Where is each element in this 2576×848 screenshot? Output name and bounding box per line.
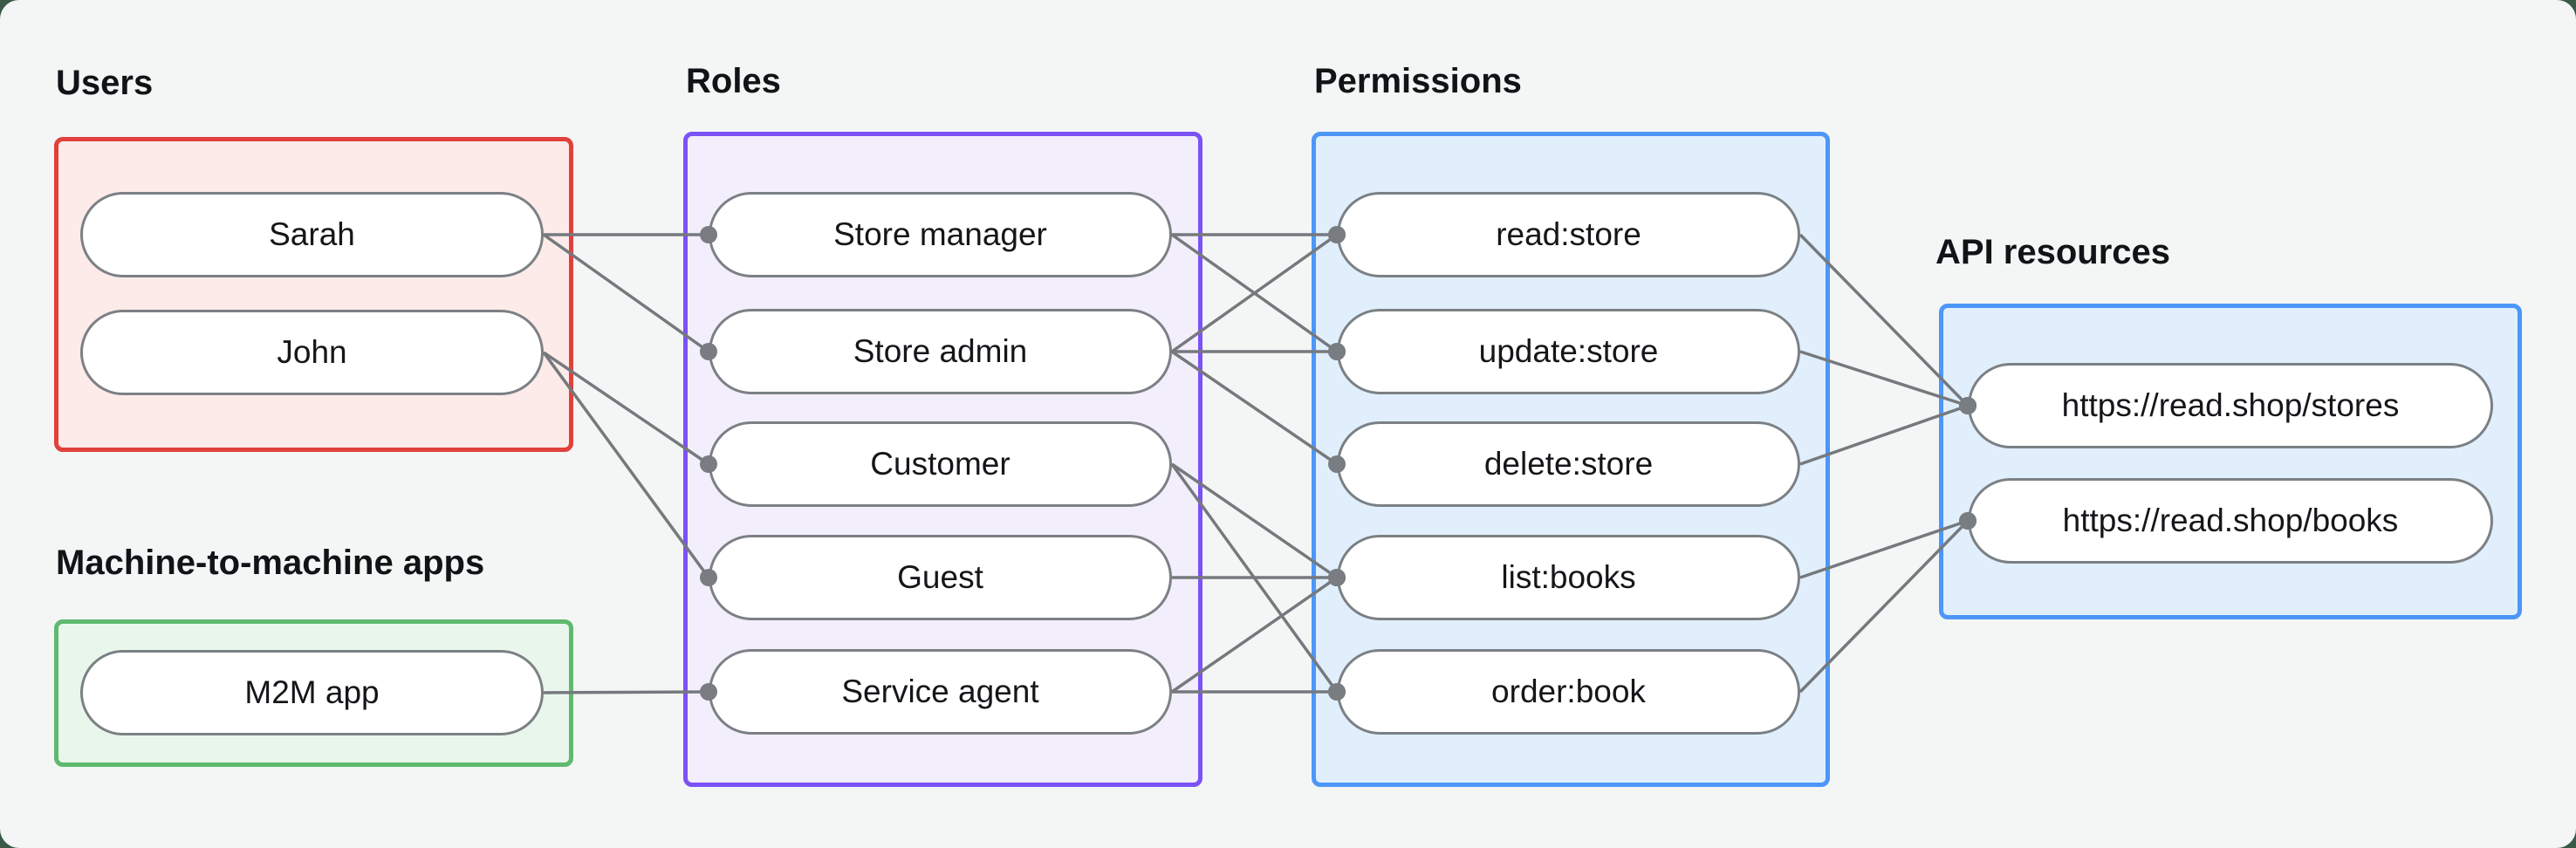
node-service-agent: Service agent	[709, 649, 1172, 735]
node-m2m-app: M2M app	[80, 650, 544, 735]
node-books-api: https://read.shop/books	[1968, 478, 2493, 564]
node-label: https://read.shop/stores	[2061, 387, 2400, 423]
group-permissions-label: Permissions	[1314, 62, 1522, 100]
node-label: Sarah	[269, 216, 355, 252]
group-api-label: API resources	[1935, 233, 2171, 271]
node-label: read:store	[1496, 216, 1641, 252]
node-label: delete:store	[1483, 446, 1654, 482]
node-label: Store manager	[833, 216, 1047, 252]
node-label: Service agent	[841, 674, 1039, 709]
node-sarah: Sarah	[80, 192, 544, 277]
node-customer: Customer	[709, 421, 1172, 507]
node-delete-store: delete:store	[1337, 421, 1800, 507]
node-read-store: read:store	[1337, 192, 1800, 277]
node-label: Guest	[897, 559, 983, 595]
node-order-book: order:book	[1337, 649, 1800, 735]
node-store-admin: Store admin	[709, 309, 1172, 394]
node-label: M2M app	[244, 674, 380, 710]
node-label: Customer	[870, 446, 1011, 482]
group-api-box	[1939, 304, 2522, 619]
node-stores-api: https://read.shop/stores	[1968, 363, 2493, 448]
node-john: John	[80, 310, 544, 395]
node-label: John	[277, 334, 347, 370]
group-roles-label: Roles	[686, 62, 781, 100]
group-users-box	[54, 137, 573, 452]
node-label: update:store	[1478, 333, 1659, 369]
node-update-store: update:store	[1337, 309, 1800, 394]
group-m2m-label: Machine-to-machine apps	[56, 544, 485, 582]
group-users-label: Users	[56, 64, 154, 102]
node-label: Store admin	[853, 333, 1028, 369]
node-label: https://read.shop/books	[2062, 503, 2399, 538]
node-store-manager: Store manager	[709, 192, 1172, 277]
node-label: list:books	[1501, 559, 1636, 595]
node-list-books: list:books	[1337, 535, 1800, 620]
node-guest: Guest	[709, 535, 1172, 620]
node-label: order:book	[1491, 674, 1646, 709]
